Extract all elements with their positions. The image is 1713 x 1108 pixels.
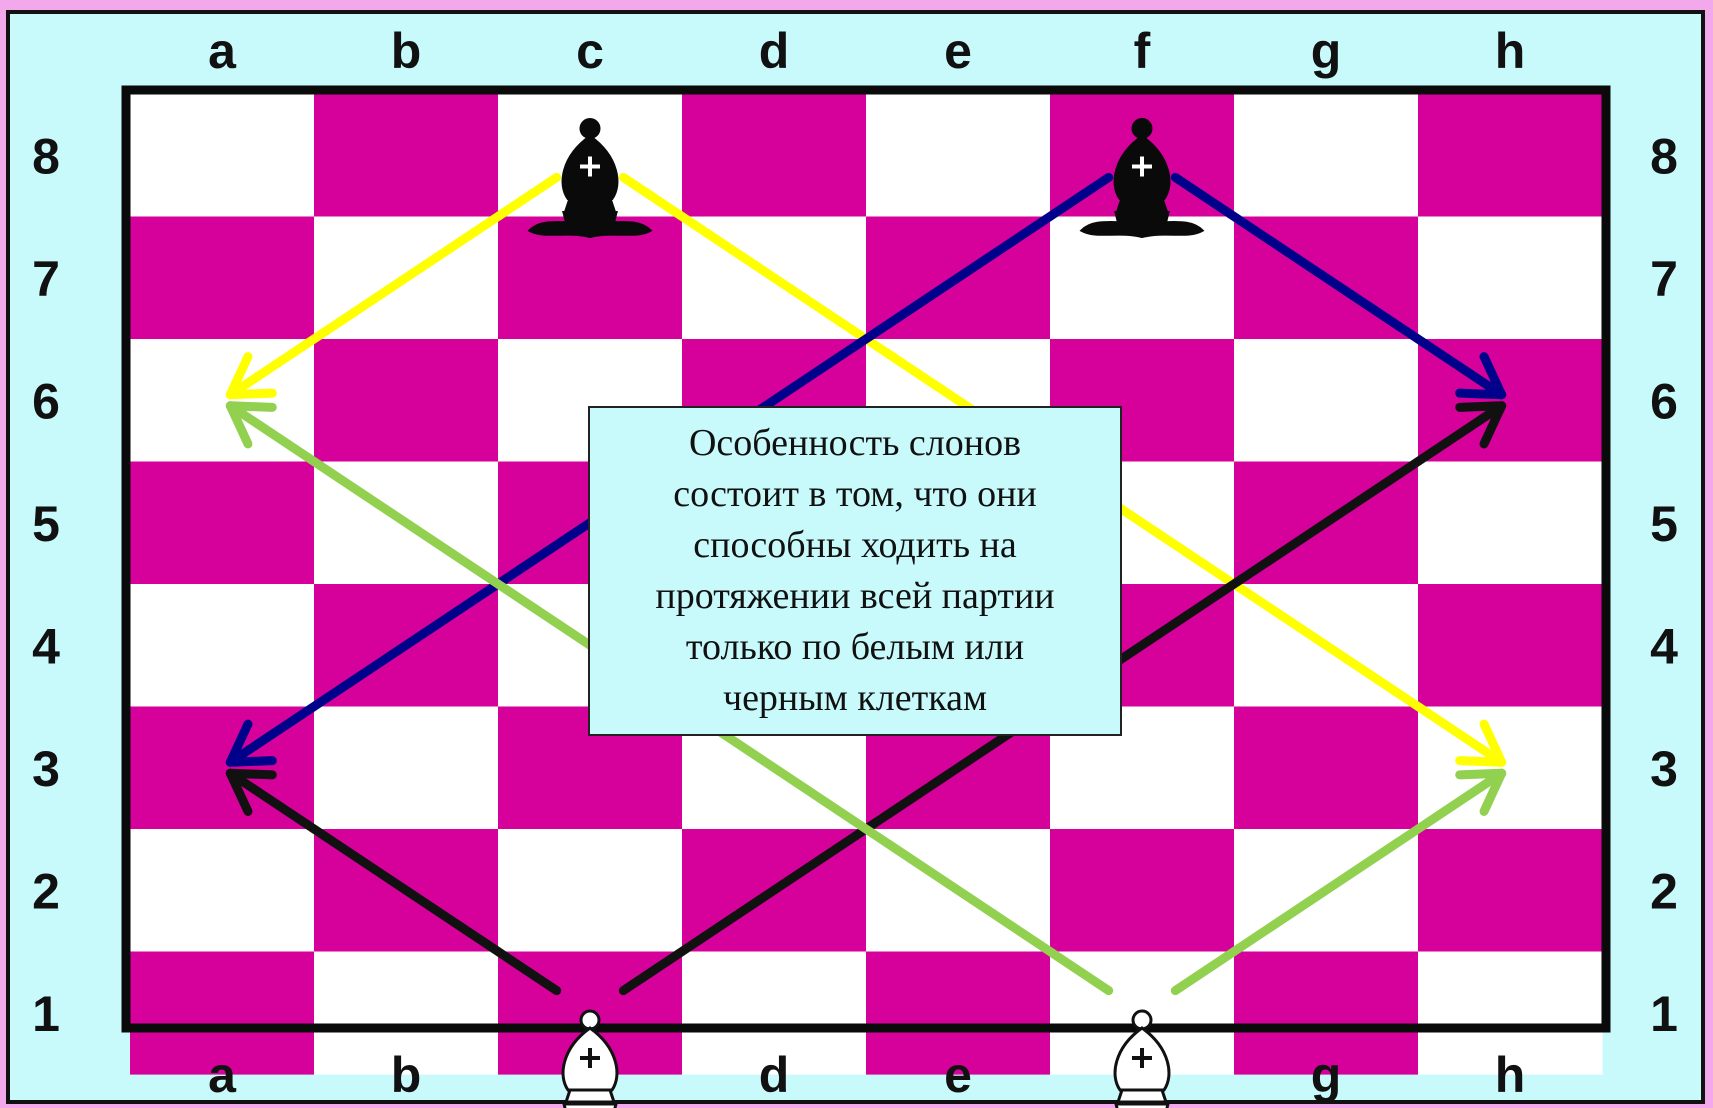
rank-label-left: 6 — [32, 373, 60, 429]
rank-label-right: 5 — [1650, 496, 1678, 552]
file-label-bottom: e — [944, 1047, 972, 1103]
square-b3 — [314, 707, 499, 830]
rank-label-right: 6 — [1650, 373, 1678, 429]
file-label-bottom: h — [1495, 1047, 1526, 1103]
callout-line: протяжении всей партии — [655, 571, 1054, 622]
square-h2 — [1418, 829, 1603, 952]
file-label-bottom: g — [1311, 1047, 1342, 1103]
rank-label-left: 3 — [32, 741, 60, 797]
rank-label-left: 8 — [32, 128, 60, 184]
rank-label-left: 1 — [32, 986, 60, 1042]
callout-line: способны ходить на — [655, 520, 1054, 571]
rank-label-right: 4 — [1650, 618, 1678, 674]
file-label-top: b — [391, 23, 422, 79]
file-label-top: f — [1134, 23, 1151, 79]
square-h7 — [1418, 217, 1603, 340]
rank-label-left: 4 — [32, 618, 60, 674]
square-e8 — [866, 94, 1051, 217]
file-label-bottom: a — [208, 1047, 237, 1103]
square-h4 — [1418, 584, 1603, 707]
square-b8 — [314, 94, 499, 217]
square-d8 — [682, 94, 867, 217]
square-a2 — [130, 829, 315, 952]
callout-line: только по белым или — [655, 622, 1054, 673]
rank-label-right: 1 — [1650, 986, 1678, 1042]
file-label-top: a — [208, 23, 237, 79]
explanation-callout: Особенность слонов состоит в том, что он… — [588, 406, 1122, 736]
square-a7 — [130, 217, 315, 340]
square-a8 — [130, 94, 315, 217]
square-a5 — [130, 462, 315, 585]
callout-line: состоит в том, что они — [655, 469, 1054, 520]
square-c2 — [498, 829, 683, 952]
file-label-bottom: b — [391, 1047, 422, 1103]
square-g3 — [1234, 707, 1419, 830]
square-h5 — [1418, 462, 1603, 585]
square-f2 — [1050, 829, 1235, 952]
rank-label-left: 5 — [32, 496, 60, 552]
square-g6 — [1234, 339, 1419, 462]
file-label-top: d — [759, 23, 790, 79]
rank-label-right: 8 — [1650, 128, 1678, 184]
callout-line: Особенность слонов — [655, 418, 1054, 469]
file-label-bottom: d — [759, 1047, 790, 1103]
file-label-top: g — [1311, 23, 1342, 79]
rank-label-left: 7 — [32, 251, 60, 307]
file-label-top: e — [944, 23, 972, 79]
square-g8 — [1234, 94, 1419, 217]
square-a4 — [130, 584, 315, 707]
file-label-top: c — [576, 23, 604, 79]
square-b6 — [314, 339, 499, 462]
rank-label-left: 2 — [32, 863, 60, 919]
square-h8 — [1418, 94, 1603, 217]
rank-label-right: 7 — [1650, 251, 1678, 307]
rank-label-right: 2 — [1650, 863, 1678, 919]
callout-line: черным клеткам — [655, 673, 1054, 724]
rank-label-right: 3 — [1650, 741, 1678, 797]
file-label-top: h — [1495, 23, 1526, 79]
